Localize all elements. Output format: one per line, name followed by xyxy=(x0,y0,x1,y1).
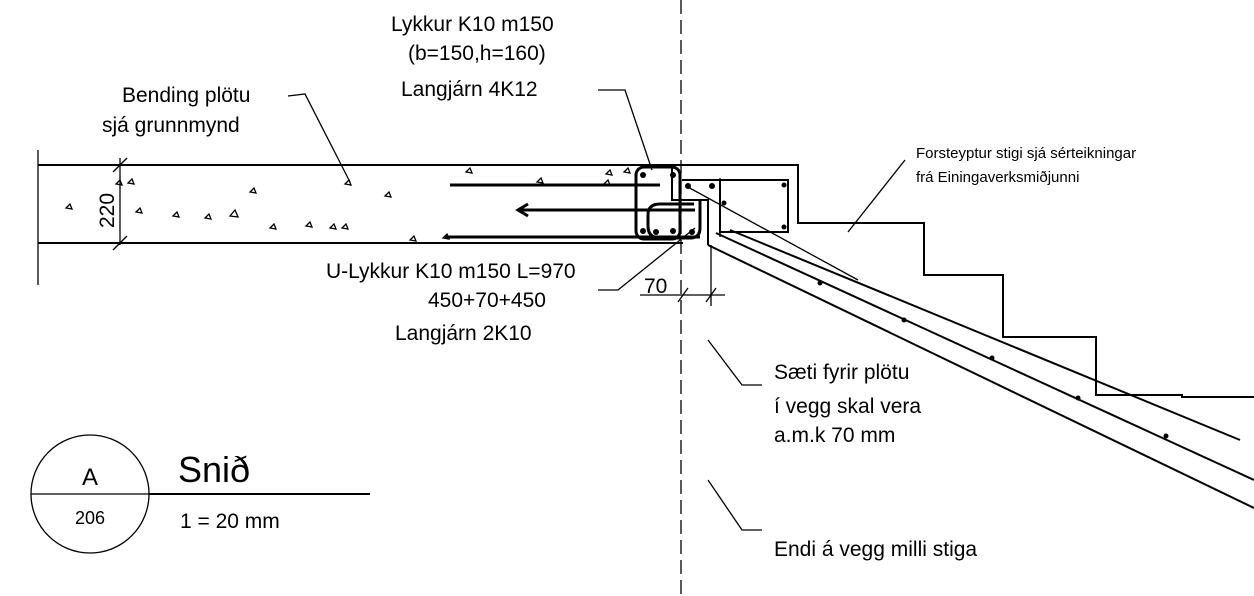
bar-dot xyxy=(640,228,646,234)
section-letter: A xyxy=(82,464,98,491)
u-stirrup-label-line1: U-Lykkur K10 m150 L=970 xyxy=(326,260,576,283)
section-marker: A 206 Snið 1 = 20 mm xyxy=(30,434,370,554)
leader-lines xyxy=(287,89,906,531)
wall-end-label: Endi á vegg milli stiga xyxy=(774,538,977,561)
seat-note-line3: a.m.k 70 mm xyxy=(774,424,895,447)
precast-stair-label-line1: Forsteyptur stigi sjá sérteikningar xyxy=(916,145,1136,162)
u-stirrup-label-line3: Langjárn 2K10 xyxy=(395,322,532,345)
bar-dot xyxy=(670,228,676,234)
precast-stair-label-line2: frá Einingaverksmiðjunni xyxy=(916,169,1079,186)
seat-note-line2: í vegg skal vera xyxy=(774,395,921,418)
section-sheet-number: 206 xyxy=(75,508,105,528)
slab-bending-label-line1: Bending plötu xyxy=(122,84,250,107)
bar-dot xyxy=(653,229,659,235)
precast-stair xyxy=(671,164,1254,509)
u-stirrup-label-line2: 450+70+450 xyxy=(428,289,546,312)
u-stirrup-k10 xyxy=(646,200,702,240)
bar-dot xyxy=(640,172,646,178)
slab-thickness-label: 220 xyxy=(96,193,119,228)
slab-bending-label-line2: sjá grunnmynd xyxy=(102,114,240,137)
bar-dot xyxy=(689,229,695,235)
stirrup-label-line1: Lykkur K10 m150 xyxy=(391,13,554,36)
stirrup-label-line2: (b=150,h=160) xyxy=(408,42,546,65)
section-scale: 1 = 20 mm xyxy=(180,510,280,533)
seat-width-label: 70 xyxy=(644,275,667,298)
section-title: Snið xyxy=(178,449,250,490)
concrete-slab xyxy=(37,150,683,285)
seat-width-dimension: 70 xyxy=(640,245,725,306)
slab-reinforcement xyxy=(445,165,702,241)
slab-thickness-dimension: 220 xyxy=(96,157,128,251)
stirrup-label-line3: Langjárn 4K12 xyxy=(401,78,538,101)
seat-note-line1: Sæti fyrir plötu xyxy=(774,361,909,384)
